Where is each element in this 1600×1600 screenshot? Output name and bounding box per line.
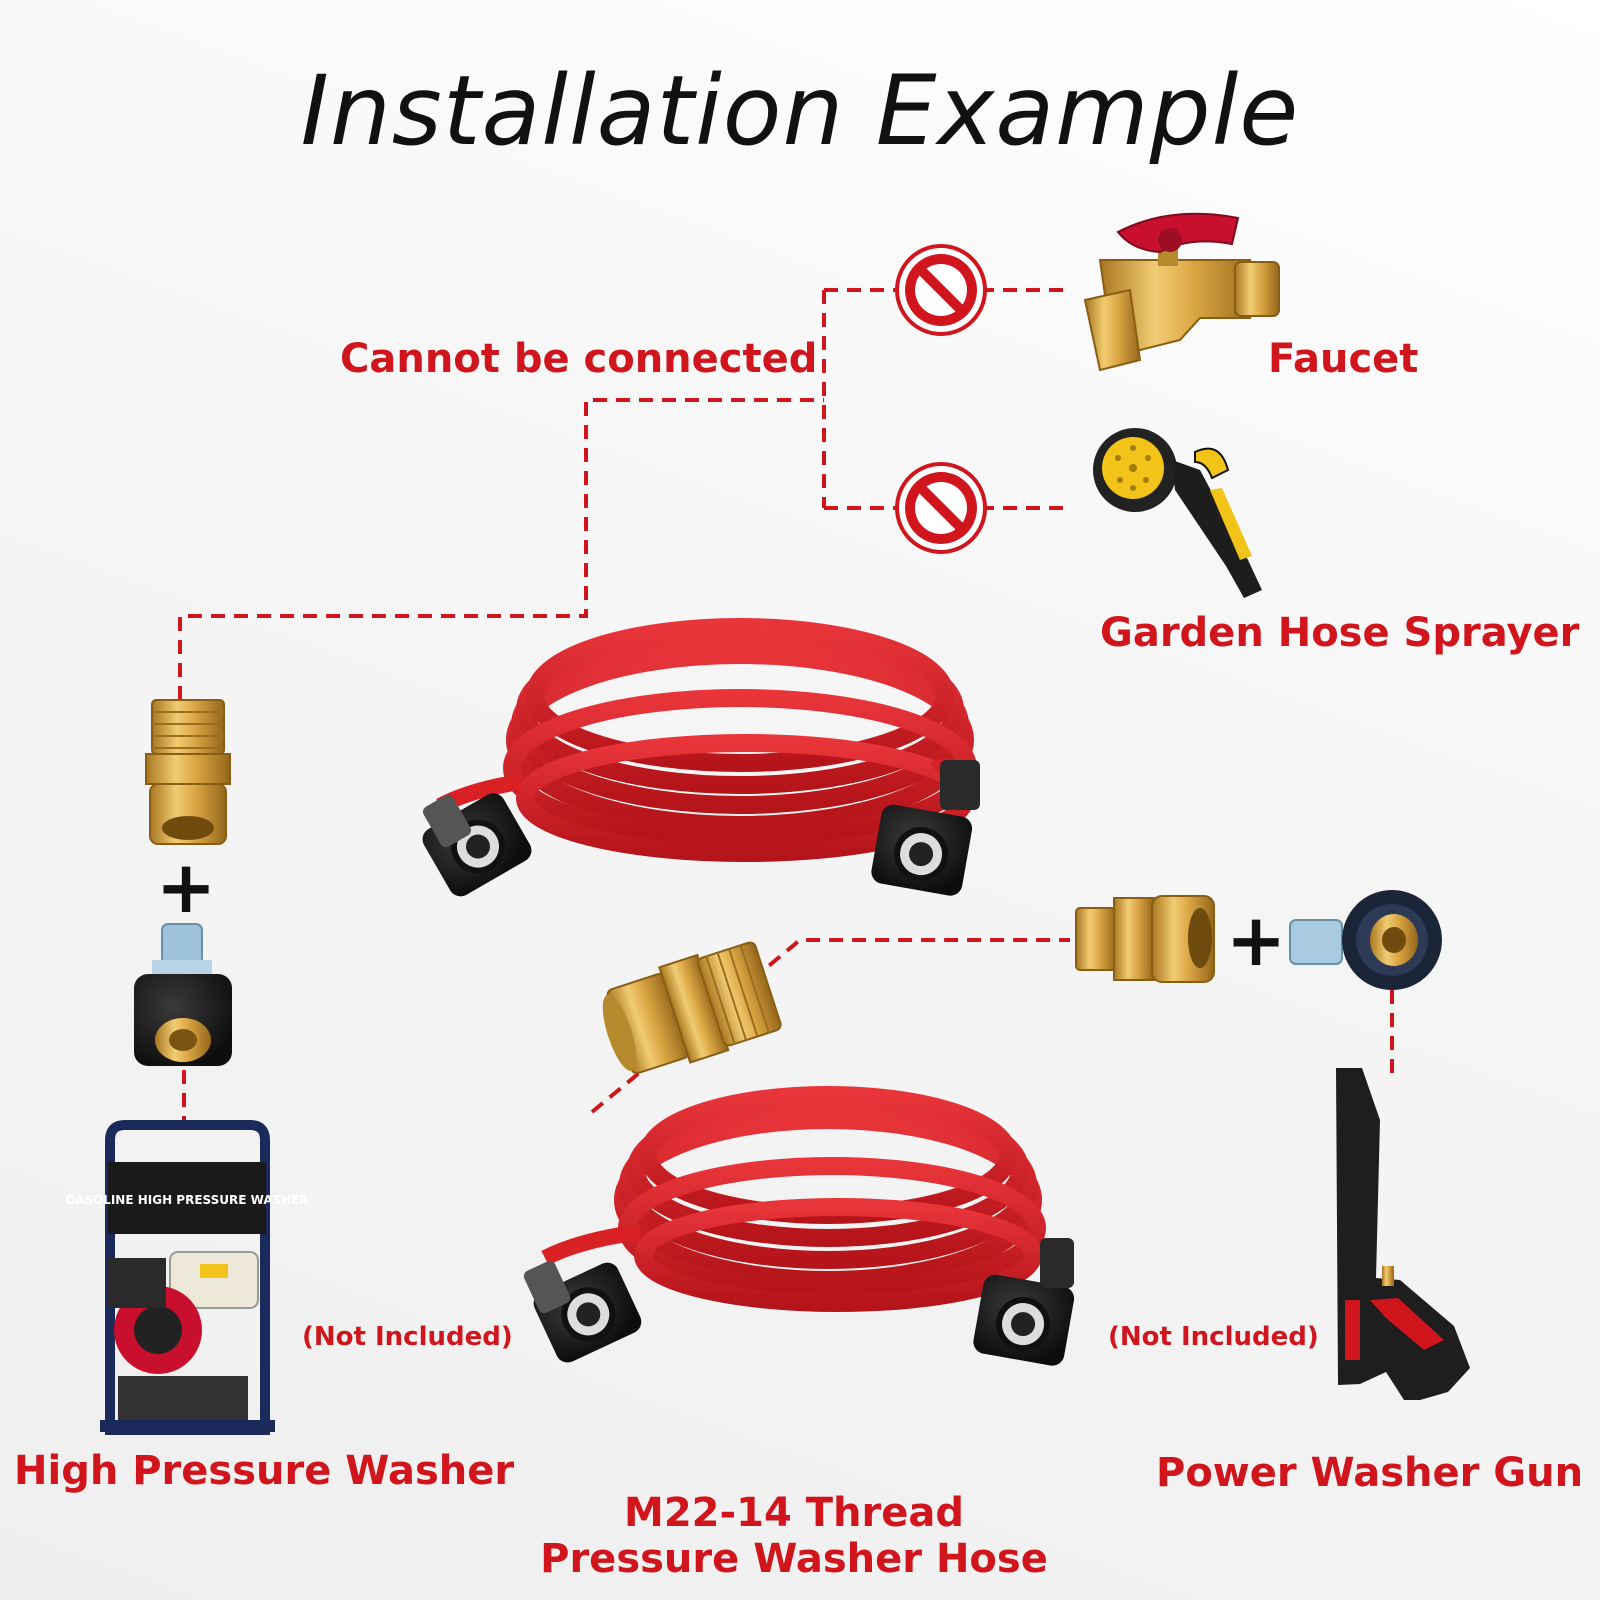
not-included-right-label: (Not Included)	[1108, 1322, 1319, 1352]
high-pressure-washer-label: High Pressure Washer	[14, 1448, 515, 1494]
line-adapter-to-gun-adapters	[590, 938, 1070, 1114]
brass-adapter-icon	[145, 699, 231, 845]
connection-lines	[178, 288, 1394, 1130]
cannot-connect-label: Cannot be connected	[340, 336, 818, 382]
garden-hose-sprayer-label: Garden Hose Sprayer	[1100, 610, 1580, 656]
hose-label-line2: Pressure Washer Hose	[540, 1536, 1048, 1582]
brass-adapter-icon	[1075, 895, 1215, 983]
pressure-washer-icon: GASOLINE HIGH PRESSURE WASHER	[65, 1120, 309, 1435]
plus-sign-left: +	[156, 845, 216, 929]
page-title: Installation Example	[300, 55, 1300, 167]
prohibited-icon	[895, 462, 987, 554]
hose-coil-icon	[422, 618, 980, 897]
faucet-label: Faucet	[1268, 336, 1419, 382]
brass-adapter-icon	[602, 941, 782, 1075]
garden-sprayer-icon	[1093, 428, 1262, 598]
plus-sign-right: +	[1226, 898, 1286, 982]
quick-plug-icon	[134, 923, 232, 1066]
svg-text:GASOLINE HIGH PRESSURE WASHER: GASOLINE HIGH PRESSURE WASHER	[65, 1193, 309, 1207]
power-washer-gun-label: Power Washer Gun	[1156, 1450, 1584, 1496]
spray-gun-icon	[1336, 1068, 1470, 1400]
line-washer-to-junction	[178, 398, 824, 700]
hose-coil-icon	[523, 1086, 1075, 1366]
prohibited-icon	[895, 244, 987, 336]
hose-label-line1: M22-14 Thread	[624, 1490, 964, 1536]
quick-plug-icon	[1289, 890, 1442, 990]
faucet-icon	[1083, 212, 1280, 372]
not-included-left-label: (Not Included)	[302, 1322, 513, 1352]
